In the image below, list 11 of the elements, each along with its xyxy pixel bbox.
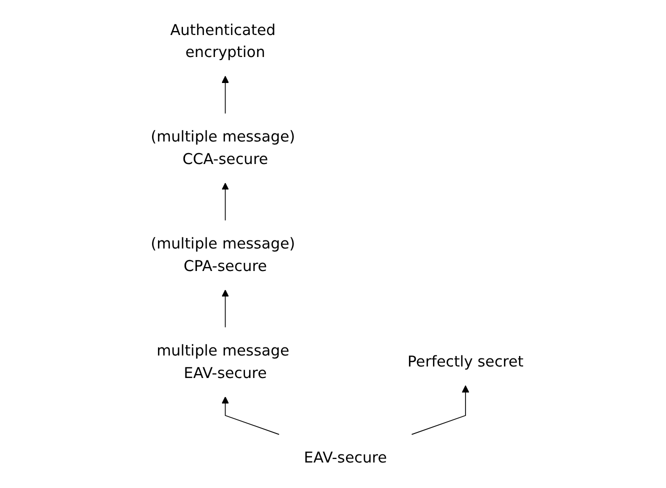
- node-text: Perfectly secret: [408, 353, 524, 371]
- node-text: (multiple message) CPA-secure: [150, 235, 296, 276]
- arrow: [222, 290, 229, 328]
- node-text: Authenticated encryption: [170, 22, 276, 62]
- arrow: [222, 76, 229, 114]
- node-text: (multiple message) CCA-secure: [150, 128, 296, 168]
- arrow: [222, 182, 229, 221]
- node-text: EAV-secure: [304, 449, 387, 466]
- node-text: multiple message EAV-secure: [156, 342, 290, 382]
- arrow: [222, 396, 280, 435]
- arrow: [411, 385, 470, 435]
